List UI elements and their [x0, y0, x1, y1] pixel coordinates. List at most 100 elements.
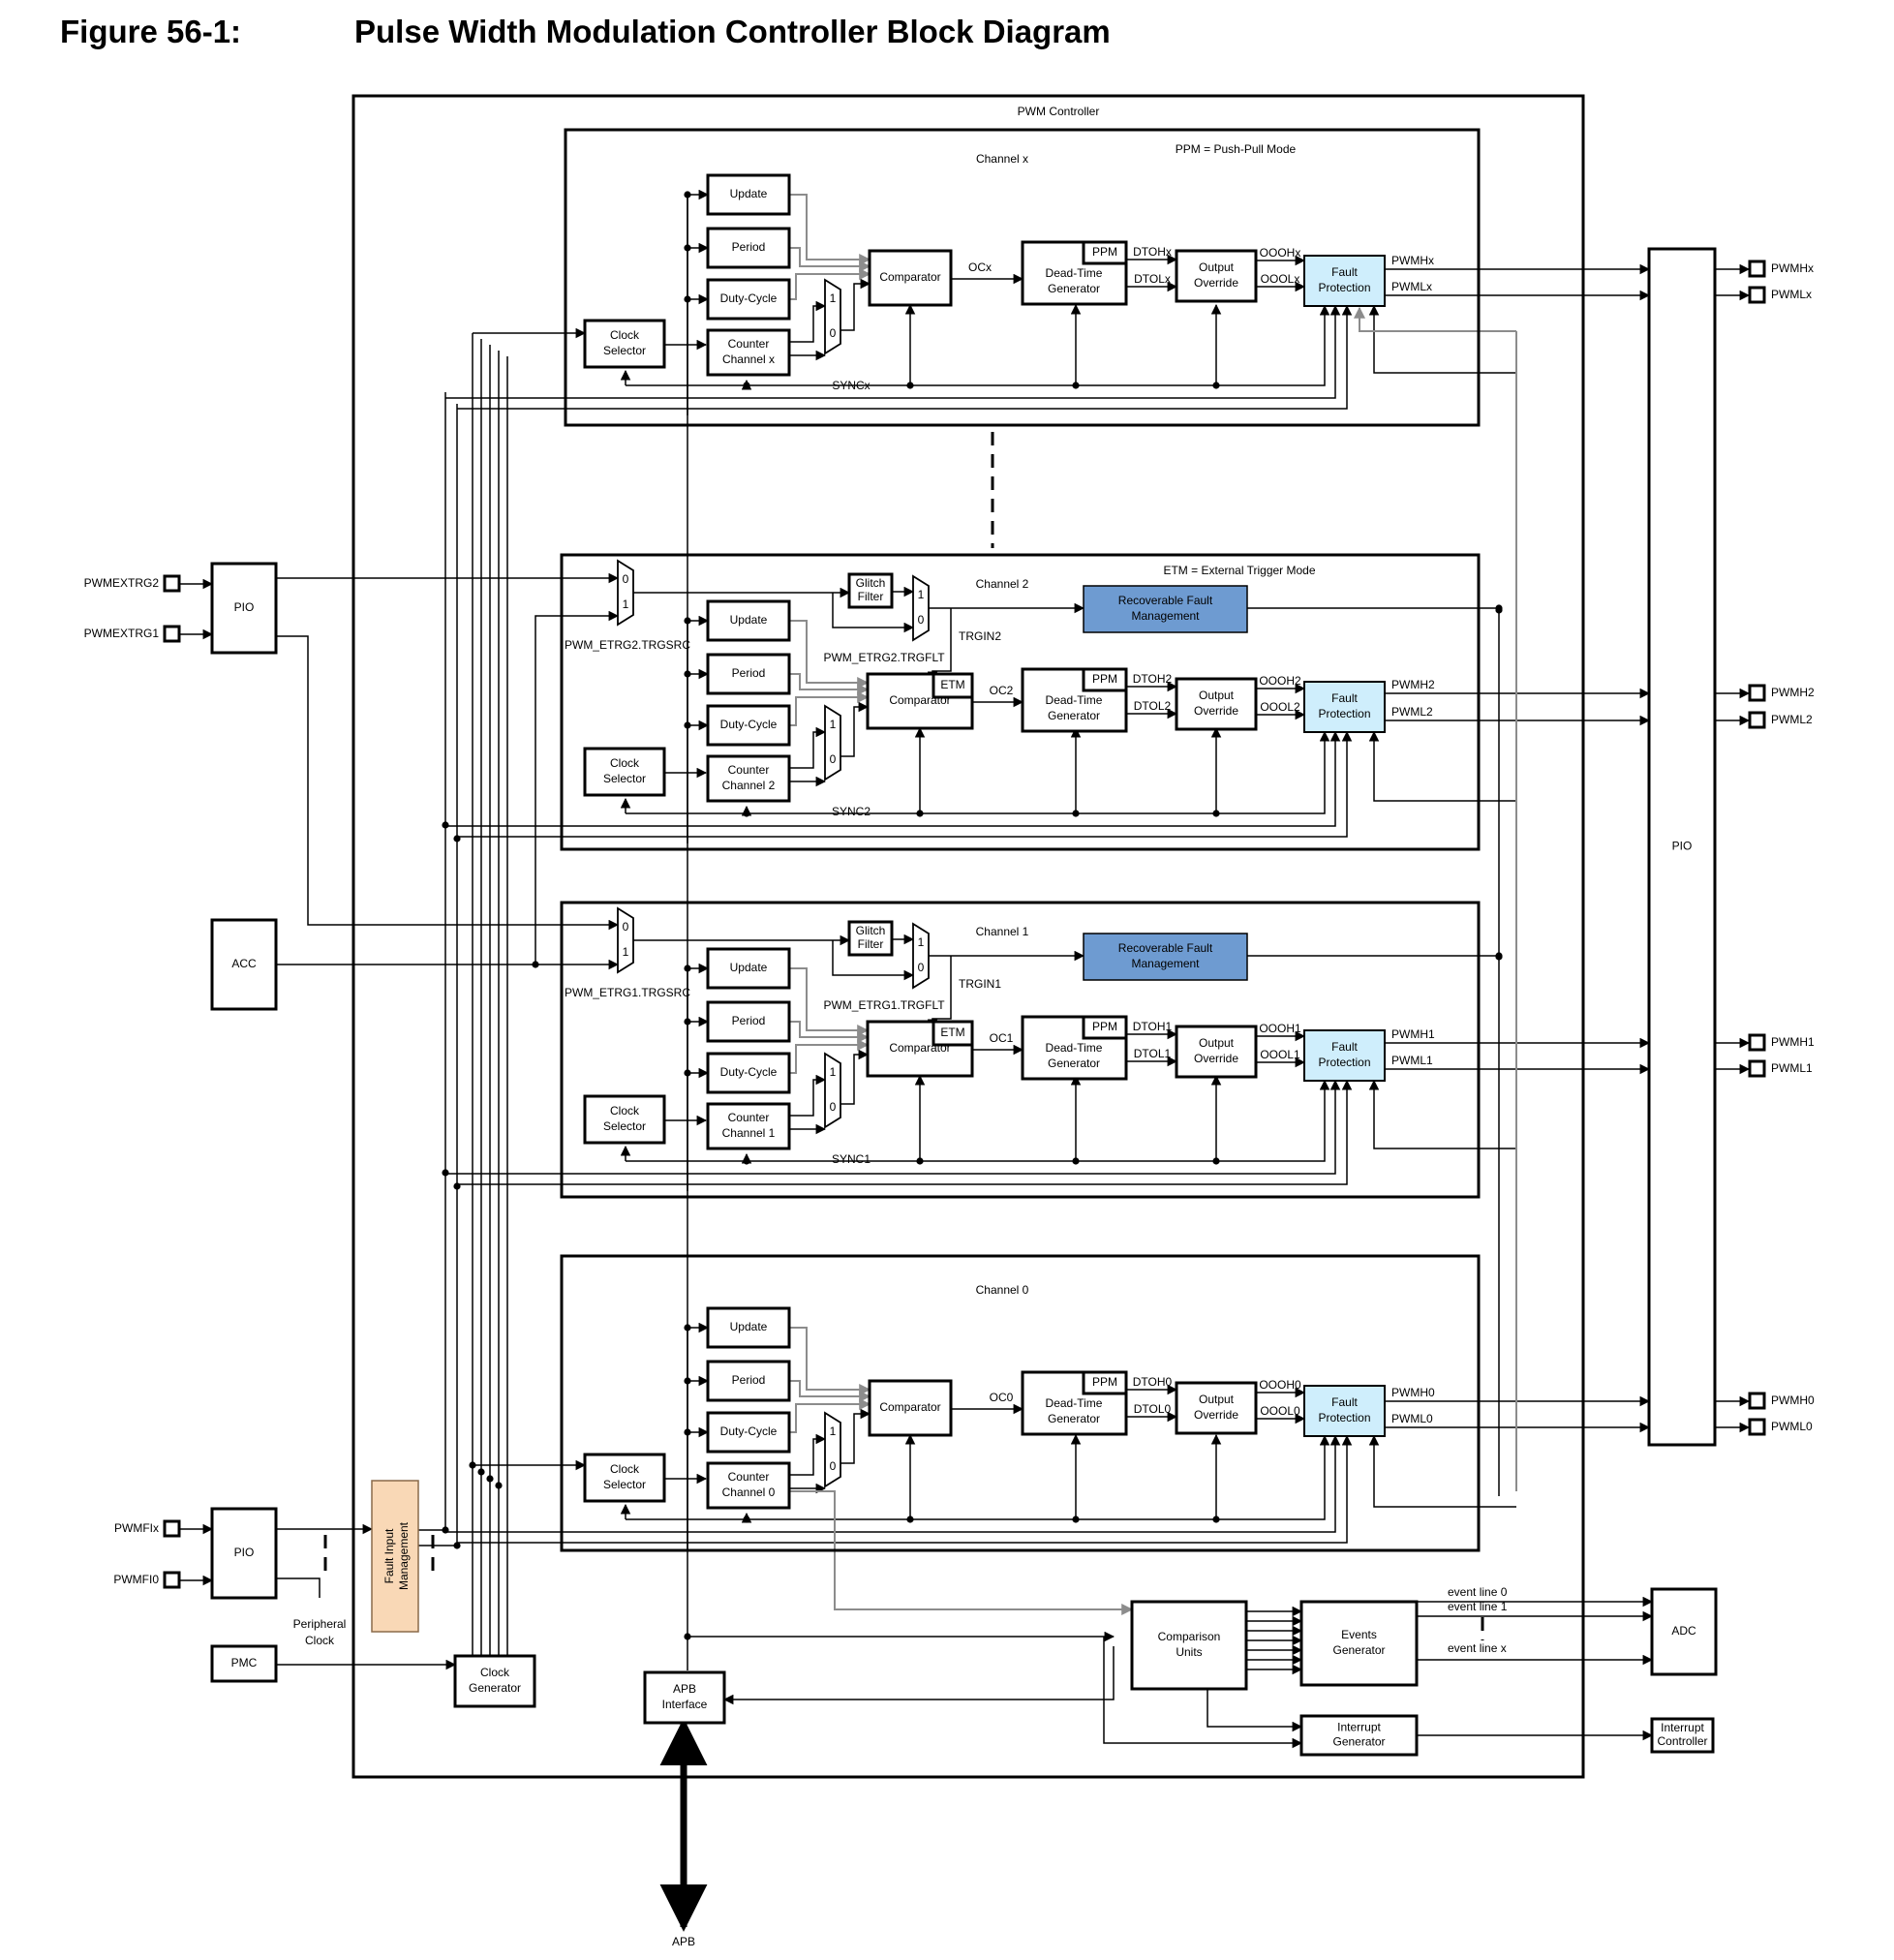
acc-dot: [532, 961, 539, 968]
channel-2-update-register-box: [706, 599, 791, 642]
fault-bus-dot-4: [453, 1182, 461, 1190]
clk-bus-dot-4: [495, 1482, 503, 1489]
channel-1-glitch-filter-box: [847, 920, 894, 957]
channel-0-fault-protection-box: [1303, 1385, 1386, 1437]
channel-2-pwml-pin-label: PWML2: [1771, 713, 1813, 726]
channel-x-oc-label: OCx: [968, 260, 992, 274]
channel-x-update-register-label-line-1: Update: [730, 187, 768, 200]
channel-x-clock-selector-label-line-2: Selector: [603, 344, 646, 357]
clock-generator-block-label-line-1: Clock: [480, 1666, 510, 1679]
channel-x-output-override-box: [1175, 249, 1258, 303]
channel-x-fault-protection-box: [1303, 255, 1386, 307]
pio-extrg-block-label-line-1: PIO: [234, 600, 255, 614]
channel-0-clock-selector-box: [583, 1453, 666, 1503]
channel-1-fault-bus-1: [445, 1079, 1341, 1175]
channel-0-title: Channel 0: [976, 1283, 1029, 1297]
channel-2-period-register-label-line-1: Period: [732, 666, 766, 680]
channel-0-fault-protection-label-line-2: Protection: [1318, 1411, 1370, 1424]
channel-x-fault-protection-label-line-2: Protection: [1318, 281, 1370, 294]
channel-1-rfm-label-line-2: Management: [1131, 957, 1200, 970]
channel-2-pwmh-pin-label: PWMH2: [1771, 686, 1815, 699]
channel-x-counter-label-line-2: Channel x: [722, 352, 775, 366]
fim-label-line-1: Fault Input: [382, 1528, 396, 1583]
channel-2-output-override-box: [1175, 677, 1258, 731]
channel-0-ppm-label: PPM: [1092, 1375, 1117, 1389]
channel-2-duty-cycle-register: Duty-Cycle: [706, 704, 791, 747]
channel-1-trgsrc-label: PWM_ETRG1.TRGSRC: [565, 986, 690, 999]
channel-1-output-override-box: [1175, 1025, 1258, 1079]
fim-label-line-2: Management: [397, 1521, 411, 1590]
channel-1-update-to-cmp: [789, 967, 870, 1036]
channel-0-clock-selector-label-line-1: Clock: [610, 1462, 640, 1476]
channel-2-etm-label: ETM: [940, 678, 964, 691]
channel-0-counter-fb: [789, 1433, 827, 1476]
channel-2-frame: [560, 553, 1481, 851]
channel-0-sync-mux: 10: [824, 1411, 841, 1488]
channel-0-ppm-box: [1082, 1370, 1128, 1395]
channel-0-mux-to-cmp: [840, 1408, 871, 1464]
pmc-block-box: [210, 1644, 278, 1683]
channel-0-sync-dot-2: [906, 1516, 914, 1523]
channel-1-glitch-filter-label-line-2: Filter: [858, 937, 884, 951]
pin-pwmextrg1: [163, 625, 181, 643]
channel-x-pwml-label: PWMLx: [1391, 280, 1432, 293]
channel-2-dtoh-label: DTOH2: [1133, 672, 1173, 686]
channel-0-oooh-label: OOOH0: [1259, 1378, 1301, 1392]
channel-2-pwmh-pin: [1748, 684, 1766, 702]
channel-0-pwml-pin-label: PWML0: [1771, 1420, 1813, 1433]
channel-x-ppm-box: [1082, 240, 1128, 265]
channel-2-trgsrc-mux-input-top: 0: [623, 572, 629, 586]
channel-x-duty-to-cmp: [789, 268, 871, 300]
pin-label-pwmfix: PWMFIx: [114, 1521, 159, 1535]
channel-2-trgsrc-mux-input-bottom: 1: [623, 597, 629, 611]
channel-2-duty-cycle-register-box: [706, 704, 791, 747]
channel-0-pwml-pin: [1748, 1418, 1766, 1436]
channel-1-pwml-pin-label: PWML1: [1771, 1061, 1813, 1075]
channel-x-fault-bus-1: [445, 304, 1341, 399]
channel-x-sync-bus-1: [626, 304, 1330, 386]
channel-1-pwml-label: PWML1: [1391, 1054, 1433, 1067]
channel-1-dtol-label: DTOL1: [1134, 1047, 1172, 1060]
channel-2-dead-time-label-line-1: Dead-Time: [1046, 693, 1103, 707]
channel-2-trgflt-label: PWM_ETRG2.TRGFLT: [823, 651, 945, 664]
channel-1-sync-label: SYNC1: [832, 1152, 871, 1166]
channel-0-counter-label-line-1: Counter: [728, 1470, 770, 1484]
channel-x-pwml-pin: [1748, 286, 1766, 304]
channel-0-fault-bus-2: [457, 1434, 1353, 1544]
channel-1-period-to-cmp: [789, 1021, 870, 1043]
rfm-bus-dot-1: [1495, 606, 1503, 614]
channel-0-output-override-label-line-2: Override: [1194, 1408, 1238, 1422]
pio-extrg-block: PIO: [210, 562, 278, 655]
channel-x-update-to-cmp: [789, 194, 871, 265]
channel-2-fault-protection-box: [1303, 681, 1386, 733]
channel-2-rfm-box: [1083, 585, 1248, 633]
comparison-units-block-label-line-2: Units: [1176, 1645, 1202, 1659]
channel-2-trgflt-mux-input-top: 1: [918, 588, 925, 601]
channel-2-glitch-filter-box: [847, 572, 894, 609]
channel-1-fault-protection-label-line-2: Protection: [1318, 1056, 1370, 1069]
channel-0-duty-cycle-register-label-line-1: Duty-Cycle: [720, 1424, 778, 1438]
channel-x-period-to-cmp: [789, 247, 871, 272]
acc-block-box: [210, 918, 278, 1011]
comparison-units-block-box: [1130, 1600, 1248, 1691]
apb-label: APB: [672, 1935, 695, 1948]
channel-2-pwml-pin: [1748, 711, 1766, 729]
channel-2-title: Channel 2: [976, 577, 1029, 591]
channel-2-clock-selector-label-line-2: Selector: [603, 772, 646, 785]
channel-2-glitch-filter-label-line-1: Glitch: [856, 576, 886, 590]
channel-x-oooh-label: OOOHx: [1260, 246, 1301, 260]
pio-fault-block-box: [210, 1507, 278, 1600]
channel-2-update-register: Update: [706, 599, 791, 642]
channel-2-update-register-label-line-1: Update: [730, 613, 768, 627]
channel-2-dead-time-label-line-2: Generator: [1048, 709, 1100, 722]
channel-x-dead-time-label-line-1: Dead-Time: [1046, 266, 1103, 280]
channel-2-sync-mux: 10: [824, 704, 841, 781]
channel-0-dtol-label: DTOL0: [1134, 1402, 1172, 1416]
channel-1-trgflt-mux: 10: [912, 922, 930, 990]
acc-to-mux2: [276, 610, 620, 965]
fault-bus-dot-2: [453, 835, 461, 842]
